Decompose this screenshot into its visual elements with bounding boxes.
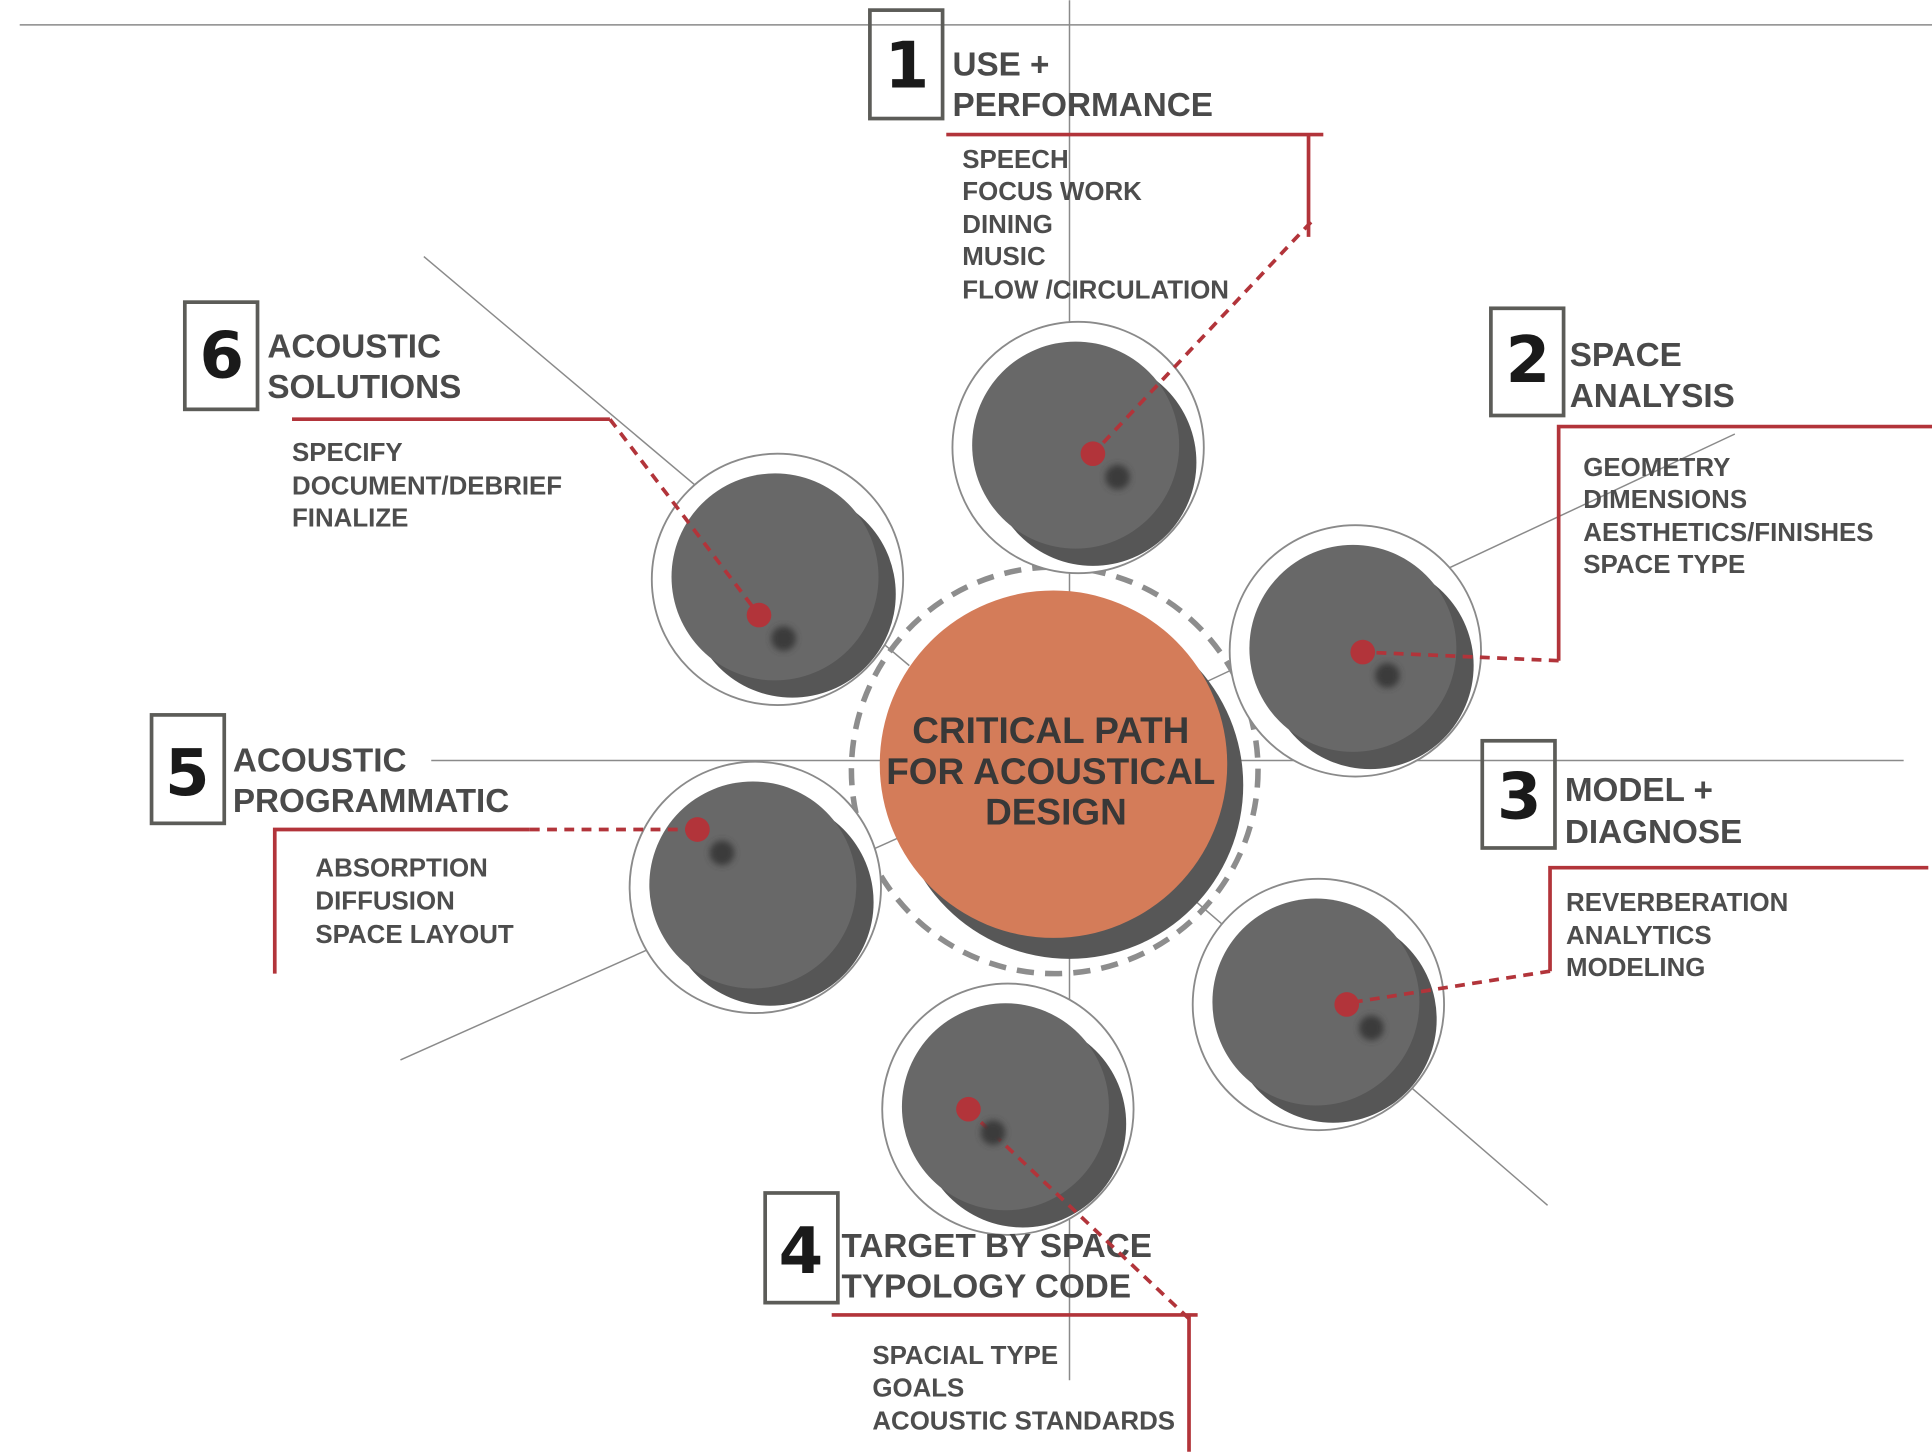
step-number: 5: [165, 737, 210, 811]
center-node: CRITICAL PATH FOR ACOUSTICAL DESIGN: [848, 564, 1261, 977]
step-marker-6: [746, 602, 796, 651]
center-title: CRITICAL PATH FOR ACOUSTICAL DESIGN: [886, 710, 1225, 832]
marker-dot: [1334, 992, 1360, 1017]
node-circle: [1212, 898, 1420, 1106]
step-items: SPEECH FOCUS WORK DINING MUSIC FLOW /CIR…: [962, 146, 1229, 305]
step-items: REVERBERATION ANALYTICS MODELING: [1566, 889, 1795, 982]
step-marker-3: [1334, 992, 1384, 1041]
marker-dot: [1350, 639, 1376, 665]
marker-dot: [1080, 441, 1106, 467]
marker-dot: [746, 602, 772, 628]
marker-shadow: [709, 840, 735, 866]
step-items: SPACIAL TYPE GOALS ACOUSTIC STANDARDS: [872, 1342, 1175, 1435]
step-items: GEOMETRY DIMENSIONS AESTHETICS/FINISHES …: [1583, 454, 1880, 579]
bracket-line: [272, 827, 530, 974]
center-line-1: CRITICAL PATH: [912, 710, 1189, 751]
leader-line: [608, 418, 761, 617]
bracket-line: [1548, 865, 1929, 972]
center-line-3: DESIGN: [985, 792, 1127, 833]
marker-dot: [956, 1096, 981, 1122]
marker-shadow: [1105, 464, 1130, 490]
node-circle: [972, 341, 1180, 549]
step-number: 4: [779, 1215, 824, 1289]
step-number: 6: [199, 319, 244, 393]
node-circle: [901, 1003, 1109, 1211]
step-number-box: [763, 1191, 840, 1305]
step-number-box: [1489, 306, 1566, 418]
step-number-box: [1480, 738, 1557, 850]
step-node-3: [1191, 877, 1445, 1132]
step-marker-2: [1350, 639, 1400, 688]
marker-dot: [685, 817, 710, 842]
step-title: MODEL +DIAGNOSE: [1565, 772, 1742, 851]
node-circle: [671, 473, 879, 681]
leader-line: [1091, 220, 1313, 455]
center-line-2: FOR ACOUSTICAL: [886, 751, 1215, 792]
center-circle: [879, 590, 1228, 938]
marker-shadow: [771, 626, 796, 651]
step-number-box: [149, 713, 227, 826]
marker-shadow: [1375, 663, 1400, 688]
step-number: 1: [885, 30, 930, 104]
step-node-5: [628, 760, 882, 1015]
step-number: 3: [1497, 760, 1542, 834]
step-number: 2: [1506, 324, 1551, 398]
step-title: USE +PERFORMANCE: [952, 46, 1212, 124]
step-node-4: [881, 982, 1135, 1236]
bracket-line: [1556, 424, 1932, 661]
step-node-6: [650, 452, 905, 706]
leader-line: [1362, 650, 1559, 663]
marker-shadow: [1359, 1015, 1384, 1041]
node-circle: [649, 781, 857, 989]
step-marker-5: [685, 817, 735, 866]
center-dashed-ring: [848, 564, 1261, 977]
step-nodes: [628, 320, 1482, 1236]
step-items: ABSORPTION DIFFUSION SPACE LAYOUT: [315, 854, 513, 949]
step-node-1: [951, 320, 1205, 575]
step-marker-1: [1080, 441, 1130, 490]
step-number-box: [182, 300, 260, 412]
step-number-box: [868, 8, 945, 121]
step-markers: [685, 441, 1400, 1145]
step-items: SPECIFY DOCUMENT/DEBRIEF FINALIZE: [292, 439, 569, 532]
marker-shadow: [980, 1120, 1006, 1145]
step-1: 1 USE +PERFORMANCE SPEECH FOCUS WORK DIN…: [868, 8, 1324, 455]
step-3: 3 MODEL +DIAGNOSE REVERBERATION ANALYTIC…: [1346, 738, 1929, 1006]
step-marker-4: [956, 1096, 1006, 1145]
